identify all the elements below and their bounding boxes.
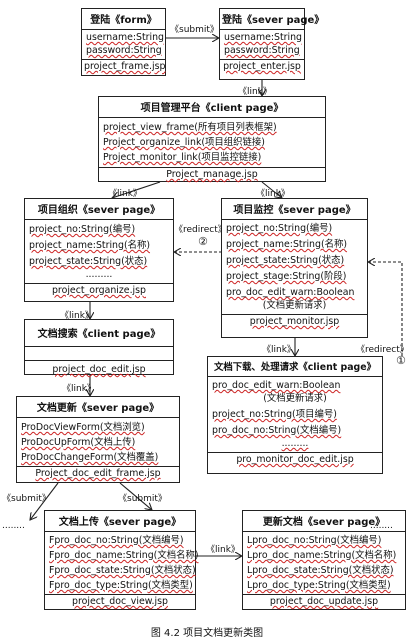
login-form-attrs: username:String password:String	[82, 30, 165, 60]
doc-new-box: 更新文档《sever page》 Lpro_doc_no:String(文档编号…	[242, 510, 406, 610]
doc-search-box: 文档搜索《client page》 project_doc_edit.jsp	[24, 319, 174, 375]
project-organize-page: project_organize.jsp	[51, 285, 146, 296]
doc-new-attrs: Lpro_doc_no:String(文档编号) Lpro_doc_name:S…	[243, 532, 405, 595]
pm-platform-box: 项目管理平台《client page》 project_view_frame(所…	[98, 96, 326, 182]
doc-download-title: 文档下载、处理请求《client page》	[208, 357, 382, 377]
ellipsis-left: ........	[2, 521, 25, 531]
label-number-2: ②	[198, 235, 208, 248]
attr: project_no:String(编号)	[226, 223, 333, 234]
label-number-1: ①	[396, 354, 406, 367]
project-organize-title: 项目组织《sever page》	[25, 199, 173, 220]
edge-submit-upload	[119, 482, 152, 510]
project-organize-attrs: project_no:String(编号) project_name:Strin…	[25, 220, 173, 284]
ellipsis-right: ........	[370, 521, 393, 531]
doc-update-box: 文档更新《sever page》 ProDocViewForm(文档浏览) Pr…	[16, 396, 180, 483]
figure-caption: 图 4.2 项目文档更新类图	[150, 628, 264, 639]
edge-link-organize	[112, 181, 161, 198]
doc-upload-page: project_doc_view.jsp	[72, 596, 168, 607]
attr: Lpro_doc_state:String(文档状态)	[247, 565, 394, 576]
attr: username:String	[224, 32, 303, 43]
doc-download-attrs: pro_doc_edit_warn:Boolean (文档更新请求) proje…	[208, 377, 382, 453]
label-link-newdoc: 《link》	[206, 545, 240, 555]
label-link-enter: 《link》	[238, 87, 272, 97]
attr: password:String	[86, 45, 162, 56]
attr: Fpro_doc_state:String(文档状态)	[49, 565, 196, 576]
attr: ProDocViewForm(文档浏览)	[21, 422, 145, 433]
label-submit-top: 《submit》	[170, 25, 219, 35]
attr: project_view_frame(所有项目列表框架)	[103, 122, 277, 133]
attr: pro_doc_edit_warn:Boolean	[212, 380, 341, 391]
label-link-organize: 《link》	[108, 189, 142, 199]
pm-platform-title: 项目管理平台《client page》	[99, 97, 325, 118]
attr: password:String	[224, 45, 300, 56]
attr: Lpro_doc_name:String(文档名称)	[247, 550, 397, 561]
attr: (文档更新请求)	[262, 300, 327, 311]
attr: Lpro_doc_type:String(文档类型)	[247, 580, 391, 591]
ellipsis: .........	[85, 269, 113, 280]
attr: project_state:String(状态)	[29, 256, 148, 267]
edge-submit-left	[30, 482, 59, 520]
label-redirect-2: 《redirect》	[174, 225, 227, 235]
label-submit-upload: 《submit》	[118, 494, 167, 504]
attr: ProDocUpForm(文档上传)	[21, 437, 136, 448]
login-form-box: 登陆《form》 username:String password:String…	[81, 8, 166, 76]
doc-search-attrs	[25, 347, 173, 361]
attr: Project_monitor_link(项目监控链接)	[103, 152, 262, 163]
login-form-title: 登陆《form》	[82, 9, 165, 30]
attr: username:String	[86, 32, 165, 43]
label-link-docsearch: 《link》	[60, 311, 94, 321]
edge-link-monitor	[261, 181, 282, 198]
attr: Lpro_doc_no:String(文档编号)	[247, 535, 382, 546]
label-link-docupdate: 《link》	[62, 384, 96, 394]
attr: project_name:String(名称)	[226, 239, 348, 250]
doc-update-page: Project_doc_edit_frame.jsp	[35, 468, 161, 479]
attr: (文档更新请求)	[263, 393, 327, 404]
login-server-box: 登陆《sever page》 username:String password:…	[219, 8, 324, 80]
doc-download-page: pro_monitor_doc_edit.jsp	[236, 454, 354, 465]
doc-download-box: 文档下载、处理请求《client page》 pro_doc_edit_warn…	[207, 356, 383, 474]
attr: project_no:String(编号)	[29, 224, 136, 235]
attr: Fpro_doc_name:String(文档名称)	[49, 550, 199, 561]
attr: Fpro_doc_no:String(文档编号)	[49, 535, 184, 546]
doc-upload-box: 文档上传《sever page》 Fpro_doc_no:String(文档编号…	[44, 510, 199, 610]
project-organize-box: 项目组织《sever page》 project_no:String(编号) p…	[24, 198, 174, 302]
project-monitor-title: 项目监控《sever page》	[222, 199, 367, 220]
project-monitor-page: project_monitor.jsp	[249, 316, 340, 327]
project-monitor-attrs: project_no:String(编号) project_name:Strin…	[222, 220, 367, 315]
login-server-title: 登陆《sever page》	[220, 9, 324, 30]
attr: pro_doc_no:String(文档编号)	[212, 425, 342, 436]
doc-update-title: 文档更新《sever page》	[17, 397, 179, 418]
doc-upload-title: 文档上传《sever page》	[45, 511, 195, 532]
doc-upload-attrs: Fpro_doc_no:String(文档编号) Fpro_doc_name:S…	[45, 532, 199, 595]
login-server-page: project_enter.jsp	[223, 61, 301, 72]
pm-platform-attrs: project_view_frame(所有项目列表框架) Project_org…	[99, 118, 325, 168]
project-monitor-box: 项目监控《sever page》 project_no:String(编号) p…	[221, 198, 368, 338]
edge-redirect-1	[368, 262, 403, 356]
label-link-monitor: 《link》	[256, 189, 290, 199]
attr: Fpro_doc_type:String(文档类型)	[49, 580, 193, 591]
ellipsis: .........	[281, 438, 309, 449]
doc-update-attrs: ProDocViewForm(文档浏览) ProDocUpForm(文档上传) …	[17, 418, 179, 467]
login-form-page: project_frame.jsp	[84, 61, 166, 72]
label-link-download: 《link》	[262, 345, 296, 355]
doc-search-page: project_doc_edit.jsp	[52, 364, 146, 375]
label-redirect-1: 《redirect》	[356, 345, 409, 355]
attr: project_state:String(状态)	[226, 255, 345, 266]
attr: Project_organize_link(项目组织链接)	[103, 137, 265, 148]
attr: pro_doc_edit_warn:Boolean	[226, 287, 355, 298]
doc-search-title: 文档搜索《client page》	[25, 320, 173, 347]
attr: project_name:String(名称)	[29, 240, 151, 251]
attr: project_stage:String(阶段)	[226, 271, 347, 282]
doc-new-title: 更新文档《sever page》	[243, 511, 405, 532]
login-server-attrs: username:String password:String	[220, 30, 304, 60]
pm-platform-page: Project_manage.jsp	[166, 169, 258, 180]
attr: project_no:String(项目编号)	[212, 409, 337, 420]
label-submit-left: 《submit》	[2, 494, 51, 504]
attr: ProDocChangeForm(文档覆盖)	[21, 452, 159, 463]
doc-new-page: project_doc_update.jsp	[269, 596, 379, 607]
